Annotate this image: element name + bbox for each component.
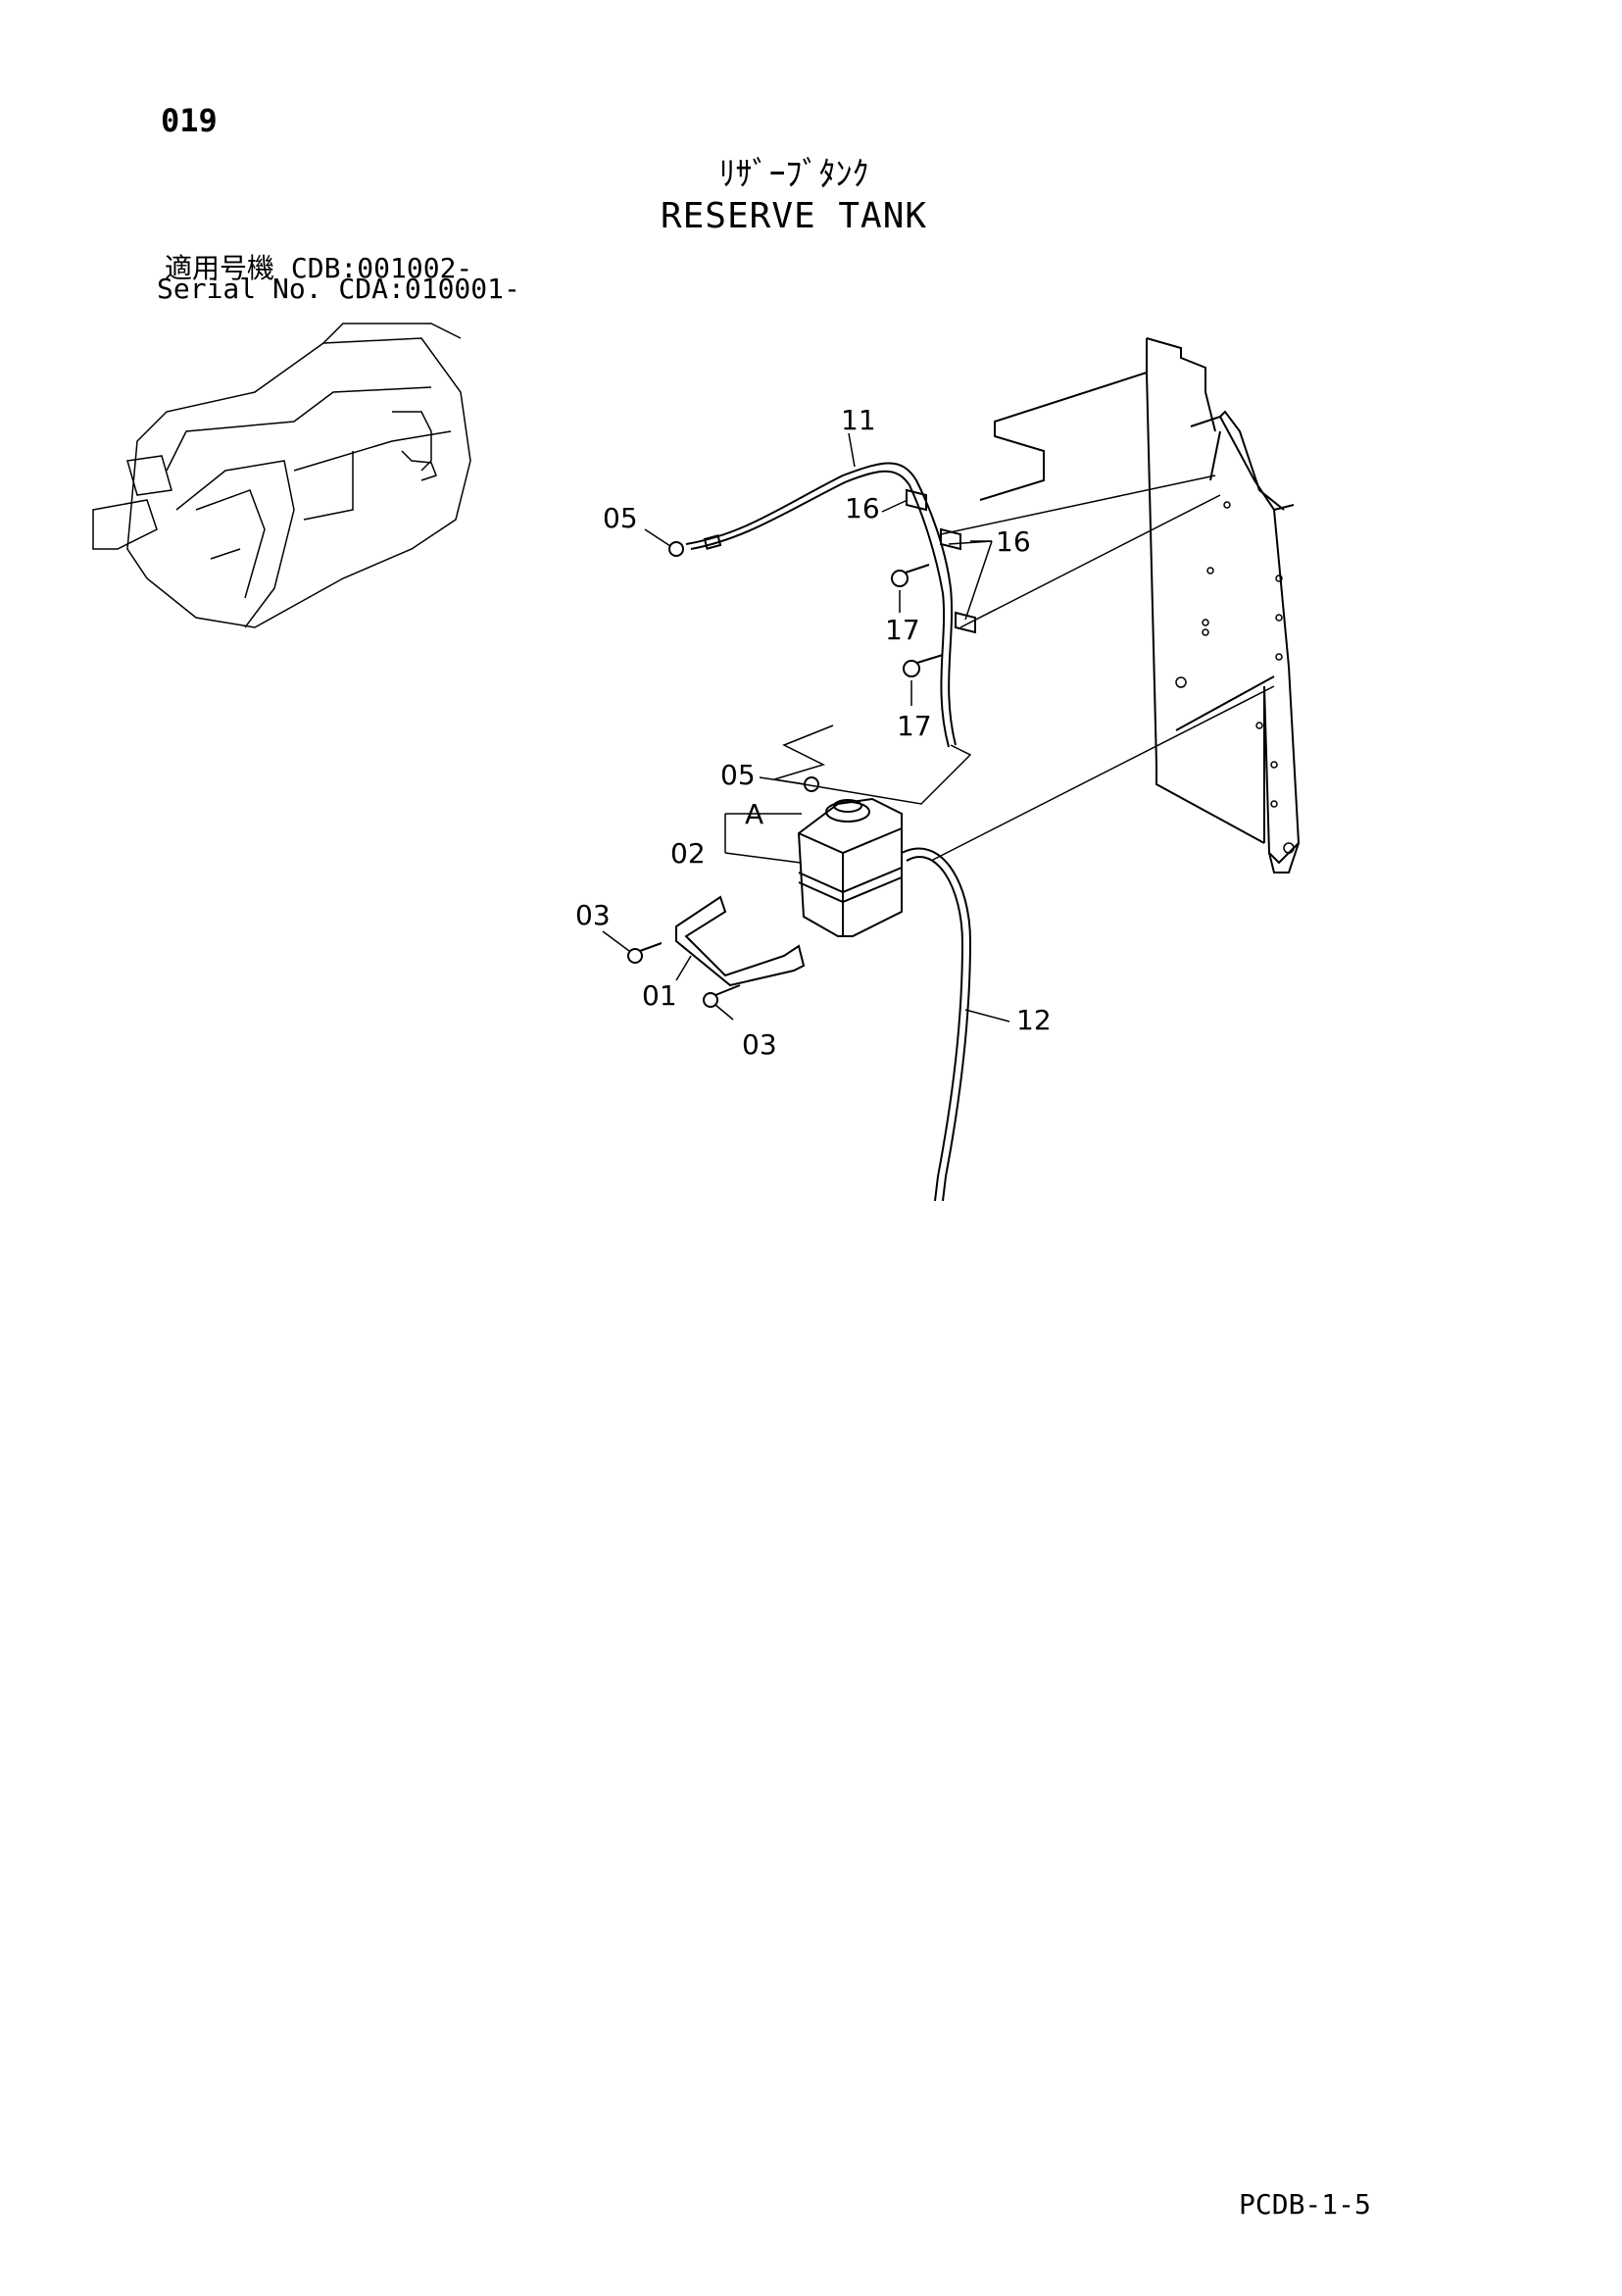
support-frame (979, 337, 1301, 873)
reserve-tank-02 (797, 776, 903, 937)
mounting-plate-outline (773, 724, 972, 805)
callout-12: 12 (1016, 1004, 1052, 1036)
frame-holes (1175, 501, 1295, 854)
callout-11: 11 (841, 404, 876, 436)
title-english: RESERVE TANK (660, 196, 928, 236)
bolt-17-parts (891, 564, 944, 677)
bolt-03-parts (627, 942, 741, 1008)
callout-17-upper: 17 (885, 614, 920, 646)
callout-A: A (745, 798, 763, 830)
hose-12 (901, 847, 972, 1202)
callout-05-hose: 05 (603, 502, 638, 534)
page-number: 019 (161, 102, 218, 139)
callout-17-lower: 17 (897, 710, 932, 742)
callout-16-upper: 16 (845, 492, 880, 524)
callout-05-tank: 05 (720, 759, 756, 791)
callout-01: 01 (642, 979, 677, 1012)
excavator-thumbnail (92, 323, 471, 628)
serial-range-japanese: 適用号機 CDB:001002- (165, 252, 473, 284)
callout-02: 02 (670, 837, 706, 870)
hose-11 (668, 462, 957, 748)
leader-lines (602, 432, 1010, 1023)
callout-03-left: 03 (575, 899, 611, 931)
callout-03-right: 03 (742, 1028, 777, 1061)
band-01 (675, 895, 806, 987)
serial-range-english: Serial No. CDA:010001- (157, 273, 520, 305)
page-code: PCDB-1-5 (1239, 2188, 1371, 2221)
callout-16-lower: 16 (996, 525, 1031, 558)
title-japanese: ﾘｻﾞｰﾌﾞﾀﾝｸ (718, 155, 869, 194)
clamp-16-parts (906, 488, 976, 634)
reference-lines (930, 474, 1275, 862)
